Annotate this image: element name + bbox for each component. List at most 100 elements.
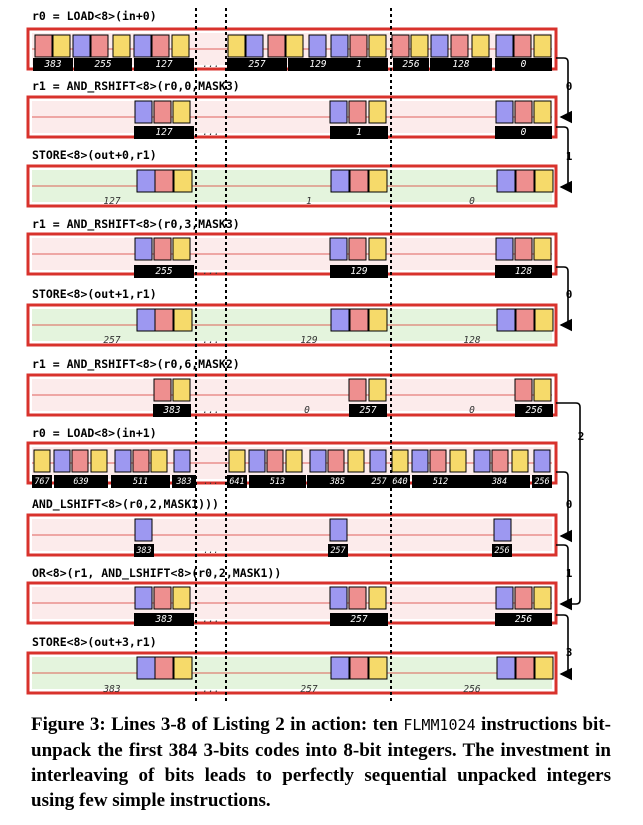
bit-cell	[154, 656, 174, 680]
bit-cell	[368, 656, 388, 680]
bit-cell	[172, 100, 191, 124]
value-label: 257	[350, 614, 367, 625]
bit-cell	[515, 308, 535, 332]
value-label: 127	[155, 59, 172, 70]
step-label: r0 = LOAD<8>(in+0)	[32, 9, 157, 23]
bit-cell	[449, 449, 467, 473]
value-label: 127	[155, 127, 172, 138]
arrow-step-1-label: 1	[566, 150, 573, 163]
value-label-bg	[134, 265, 194, 278]
value-label-bg	[532, 475, 552, 488]
value-label: 513	[270, 477, 285, 487]
value-label: 385	[329, 477, 345, 487]
value-label: 512	[433, 477, 448, 487]
bit-cell	[150, 449, 168, 473]
bit-cell	[33, 449, 51, 473]
arrow-step-0	[556, 57, 573, 124]
bit-cell	[495, 100, 514, 124]
arrow-step-6-label: 3	[566, 646, 573, 659]
value-label-bg	[227, 475, 247, 488]
bit-cell	[473, 449, 491, 473]
value-label: 256	[494, 546, 509, 556]
value-label-bg	[111, 475, 170, 488]
bit-cell	[154, 308, 174, 332]
value-label-bg	[172, 475, 196, 488]
bit-cell	[71, 449, 89, 473]
caption-prefix: Figure 3: Lines 3-8 of Listing 2 in acti…	[31, 714, 404, 735]
bit-cell	[171, 34, 190, 58]
value-label-bg	[469, 475, 530, 488]
bit-cell	[134, 586, 153, 610]
value-label-bg	[430, 58, 492, 71]
bit-cell	[154, 169, 174, 193]
value-label-bg	[330, 58, 388, 71]
bit-cell	[52, 34, 71, 58]
value-label: 256	[402, 59, 419, 70]
bit-cell	[173, 449, 191, 473]
step-label: r1 = AND_RSHIFT<8>(r0,6,MASK2)	[32, 357, 240, 372]
bit-cell	[329, 518, 348, 542]
bit-cell	[533, 237, 552, 261]
value-label-bg	[74, 58, 132, 71]
value-label-bg	[495, 613, 552, 626]
bit-cell	[347, 449, 365, 473]
bit-cell	[369, 449, 387, 473]
value-label-bg	[393, 58, 429, 71]
bit-cell	[471, 34, 490, 58]
bit-cell	[90, 449, 108, 473]
value-label: 257	[248, 59, 265, 70]
value-label: 257	[330, 546, 346, 556]
value-label: ...	[202, 614, 219, 625]
value-label-bg	[227, 58, 287, 71]
bit-cell	[349, 308, 369, 332]
bit-cell	[534, 169, 554, 193]
bit-cell	[513, 34, 532, 58]
value-label: 256	[525, 405, 542, 416]
bit-cell	[114, 449, 132, 473]
step-label: STORE<8>(out+0,r1)	[32, 148, 157, 162]
bit-cell	[330, 34, 349, 58]
value-label: 383	[43, 59, 61, 70]
bit-cell	[153, 100, 172, 124]
value-label-bg	[33, 58, 73, 71]
arrow-step-2	[556, 266, 573, 332]
bit-cell	[495, 34, 514, 58]
bit-cell	[495, 237, 514, 261]
value-label-bg	[134, 544, 154, 557]
bit-cell	[151, 34, 170, 58]
value-label: 511	[133, 477, 148, 487]
bit-cell	[330, 169, 350, 193]
value-label: 384	[491, 477, 507, 487]
value-label-bg	[515, 404, 553, 417]
value-label: ...	[202, 405, 219, 416]
bit-cell	[496, 656, 516, 680]
value-label: 383	[102, 684, 120, 695]
arrow-step-3	[556, 402, 581, 611]
bit-cell	[329, 586, 348, 610]
arrow-step-6	[556, 614, 573, 681]
value-label: 0	[521, 127, 527, 138]
value-label: ...	[202, 59, 219, 70]
value-label-bg	[328, 544, 348, 557]
step-label: AND_LSHIFT<8>(r0,2,MASK1)))	[32, 497, 219, 512]
value-label: 128	[452, 59, 469, 70]
bit-cell	[368, 34, 387, 58]
bit-cell	[511, 449, 529, 473]
value-label: 0	[469, 405, 475, 416]
value-label: ...	[202, 684, 219, 695]
value-label: 257	[359, 405, 376, 416]
value-label: 383	[162, 405, 180, 416]
value-label: 1	[356, 59, 362, 70]
bit-cell	[285, 34, 304, 58]
value-label-bg	[32, 475, 52, 488]
bit-cell	[495, 586, 514, 610]
value-label: 256	[534, 477, 549, 487]
value-label-bg	[153, 404, 191, 417]
bit-cell	[227, 34, 246, 58]
bit-cell	[248, 449, 266, 473]
value-label: 0	[304, 405, 310, 416]
value-label-bg	[307, 475, 368, 488]
bit-cell	[309, 449, 327, 473]
value-label: 257	[300, 684, 317, 695]
value-label: 0	[521, 59, 527, 70]
